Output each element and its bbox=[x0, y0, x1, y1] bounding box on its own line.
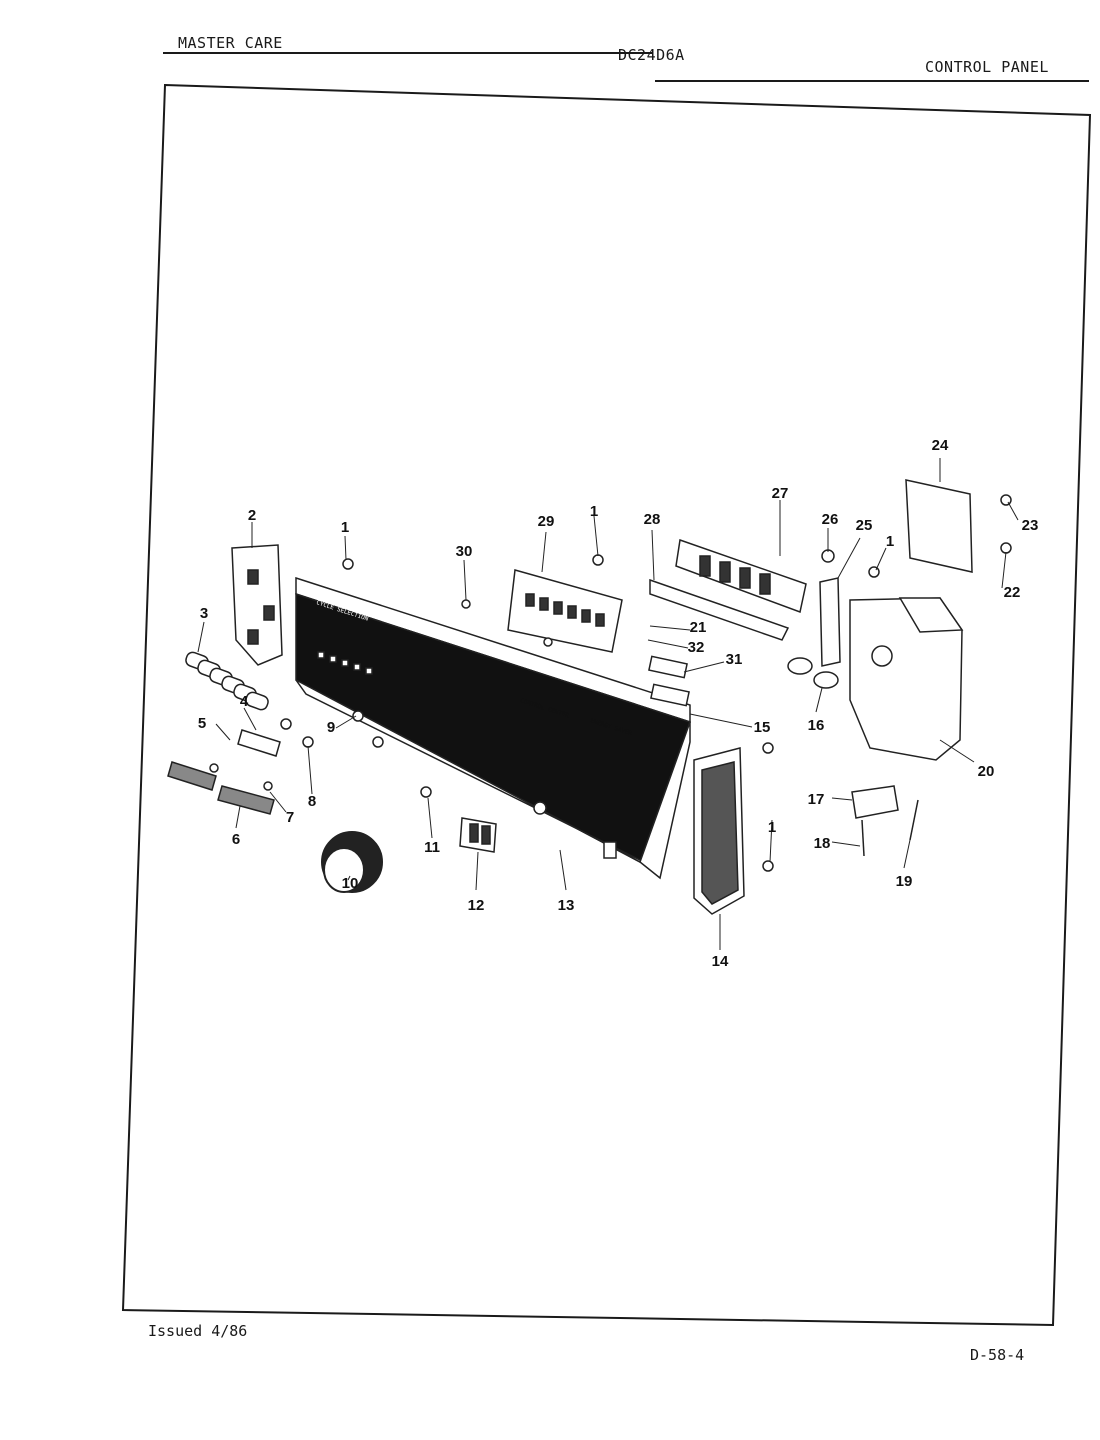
connector-plug-part bbox=[851, 785, 919, 857]
callout-18: 18 bbox=[814, 835, 831, 852]
header-rule-left bbox=[163, 52, 653, 54]
callout-30: 30 bbox=[456, 543, 473, 560]
callout-22: 22 bbox=[1004, 584, 1021, 601]
callout-21: 21 bbox=[690, 619, 707, 636]
callout-1b: 1 bbox=[590, 503, 598, 520]
issued-date: Issued 4/86 bbox=[148, 1322, 248, 1340]
callout-31: 31 bbox=[726, 651, 743, 668]
timer-cover-part bbox=[905, 479, 973, 573]
callout-13: 13 bbox=[558, 897, 575, 914]
callout-labels: 2 1 3 4 5 6 7 8 9 10 11 12 13 14 15 16 1… bbox=[198, 437, 1039, 970]
section-title: CONTROL PANEL bbox=[925, 58, 1049, 76]
callout-11: 11 bbox=[424, 839, 440, 856]
callout-20: 20 bbox=[978, 763, 995, 780]
callout-12: 12 bbox=[468, 897, 485, 914]
rocker-switch-part bbox=[459, 817, 497, 853]
switch-bracket-part bbox=[507, 569, 623, 653]
control-console-panel bbox=[295, 576, 691, 880]
model-number: DC24D6A bbox=[618, 46, 685, 64]
header-rule-right bbox=[655, 80, 1089, 82]
terminal-block-part bbox=[675, 538, 807, 614]
wire-connectors-part bbox=[648, 655, 690, 707]
callout-16: 16 bbox=[808, 717, 825, 734]
callout-6: 6 bbox=[232, 831, 240, 848]
brand-title: MASTER CARE bbox=[178, 34, 283, 52]
push-buttons-part bbox=[185, 651, 269, 711]
callout-15: 15 bbox=[754, 719, 771, 736]
lamp-parts bbox=[787, 657, 839, 689]
callout-5: 5 bbox=[198, 715, 206, 732]
contact-strip-part bbox=[819, 577, 841, 667]
page-code: D-58-4 bbox=[970, 1346, 1025, 1364]
callout-17: 17 bbox=[808, 791, 825, 808]
callout-29: 29 bbox=[538, 513, 555, 530]
timer-assembly-part bbox=[849, 597, 964, 761]
callout-27: 27 bbox=[772, 485, 789, 502]
callout-3: 3 bbox=[200, 605, 208, 622]
callout-19: 19 bbox=[896, 873, 913, 890]
callout-1d: 1 bbox=[768, 819, 776, 836]
callout-8: 8 bbox=[308, 793, 316, 810]
leader-lines bbox=[197, 458, 1019, 950]
callout-23: 23 bbox=[1022, 517, 1039, 534]
callout-32: 32 bbox=[688, 639, 705, 656]
callout-25: 25 bbox=[856, 517, 873, 534]
callout-14: 14 bbox=[712, 953, 729, 970]
callout-24: 24 bbox=[932, 437, 949, 454]
long-bracket-part bbox=[649, 578, 790, 641]
callout-1c: 1 bbox=[886, 533, 894, 550]
screws bbox=[342, 494, 1012, 872]
callout-28: 28 bbox=[644, 511, 661, 528]
callout-9: 9 bbox=[327, 719, 335, 736]
control-knob-part bbox=[321, 831, 383, 893]
callout-26: 26 bbox=[822, 511, 839, 528]
callout-4: 4 bbox=[240, 693, 249, 710]
indicator-plates-part bbox=[167, 718, 314, 815]
side-bracket-part bbox=[231, 544, 283, 666]
callout-10: 10 bbox=[342, 875, 359, 892]
side-trim-part bbox=[693, 747, 745, 915]
callout-7: 7 bbox=[286, 809, 294, 826]
callout-2: 2 bbox=[248, 507, 256, 524]
callout-1a: 1 bbox=[341, 519, 349, 536]
diagram-frame bbox=[121, 83, 1092, 1327]
